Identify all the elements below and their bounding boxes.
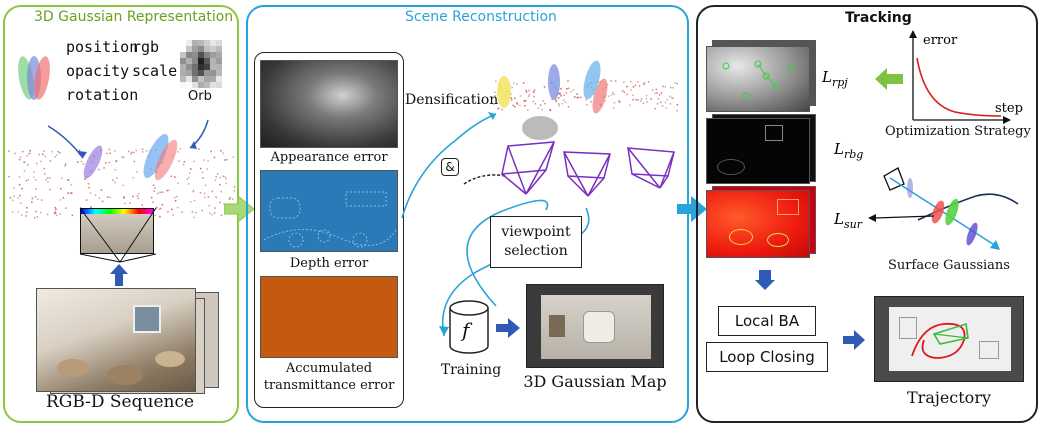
attr-rgb: rgb [132,38,160,56]
rpj-feature-points [722,60,795,100]
frustum-lines [79,207,157,263]
appearance-caption: Appearance error [270,150,388,165]
up-arrow-icon [110,264,128,286]
loss-sur-sub: sur [844,218,863,231]
gaussian-map-cloud [493,60,679,140]
trajectory-render [874,296,1024,382]
viewpoint-selection-box: viewpoint selection [490,216,582,268]
blue-arrow-training [496,318,520,338]
orb-label: Orb [188,89,212,104]
accum-caption-line1: Accumulated [285,361,373,376]
loss-rpj-sub: rpj [832,76,848,89]
attr-position: position [66,38,139,56]
rbg-img-front [706,118,810,184]
tracking-panel [696,5,1038,423]
transmittance-error-map [260,276,398,358]
sur-img-front [706,190,810,258]
loss-sur-label: L sur [833,210,863,231]
appearance-error-map [260,60,398,148]
loss-rpj-label: L rpj [821,68,848,89]
scene-panel-title: Scene Reconstruction [405,9,557,25]
blue-arrow-to-trajectory [843,330,865,350]
training-cylinder-icon [449,300,489,354]
green-left-arrow-icon [875,68,903,90]
orb-feature-patch [180,40,222,88]
depth-caption: Depth error [289,256,369,271]
error-maps-frame [254,52,404,408]
attr-scale: scale [132,62,178,80]
tracking-panel-title: Tracking [845,10,912,26]
blue-arrow-to-tracking [677,196,707,222]
down-arrow-icon [755,270,775,290]
svg-text:L: L [821,68,832,86]
gaussian-map-render [526,284,664,368]
local-ba-box: Local BA [718,306,816,336]
loss-rbg-sub: rbg [844,148,863,161]
training-f-symbol: f [462,318,470,342]
surface-gaussians-caption: Surface Gaussians [888,258,1010,273]
attr-opacity: opacity [66,62,130,80]
plot-xlabel: step [995,101,1023,116]
trajectory-paths [911,322,969,359]
depth-error-contours [263,191,397,248]
densification-label: Densification [405,92,499,108]
loss-rbg-label: L rbg [833,140,863,161]
render-thumbnail [80,208,154,254]
accum-caption-line2: transmittance error [263,378,395,393]
trajectory-caption: Trajectory [907,388,991,407]
gaussian-map-caption: 3D Gaussian Map [523,372,667,391]
attr-rotation: rotation [66,86,139,104]
camera-frustums [501,141,675,197]
svg-text:L: L [833,210,844,228]
gaussian-ellipsoids-icon [18,56,50,100]
viewpoint-label-line1: viewpoint [501,224,571,240]
loop-closing-box: Loop Closing [706,342,828,372]
error-curve-plot: error step [909,30,1023,124]
optimization-caption: Optimization Strategy [885,124,1031,139]
surface-gaussians-diagram [868,167,1019,250]
viewpoint-label-line2: selection [504,243,568,259]
and-symbol-box: & [441,158,459,176]
plot-ylabel: error [923,33,958,48]
gaussian-panel-title: 3D Gaussian Representation [34,9,234,25]
gaussian-pointcloud [8,119,236,219]
training-caption: Training [440,362,502,378]
svg-text:L: L [833,140,844,158]
rpj-img-front [706,46,810,112]
rgbd-frame-front [36,288,196,392]
depth-error-map [260,170,398,252]
rgbd-caption: RGB-D Sequence [45,392,195,412]
